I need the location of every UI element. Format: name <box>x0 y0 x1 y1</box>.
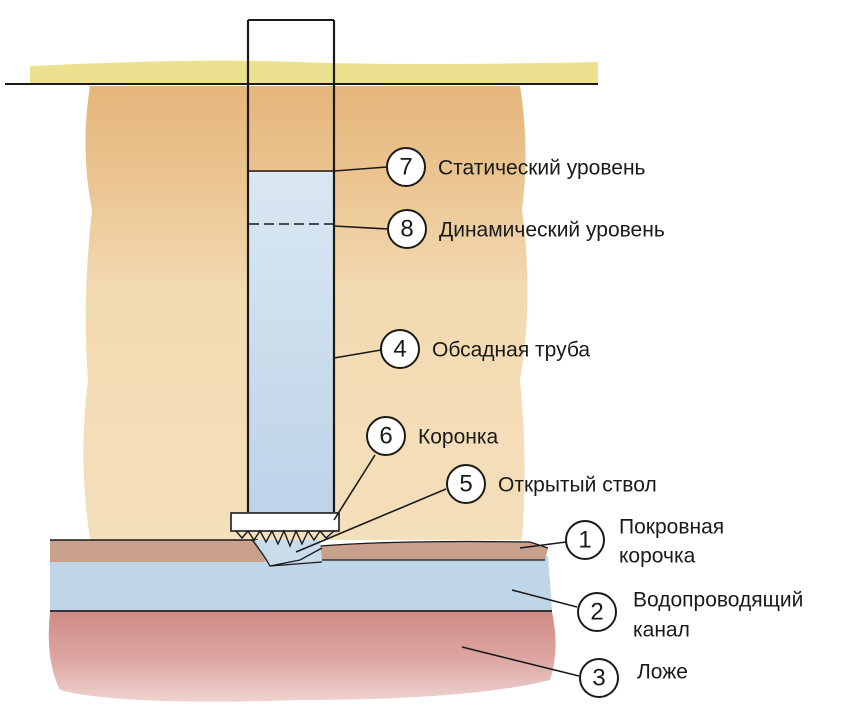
callout-label: Открытый ствол <box>498 474 657 497</box>
callout-circle <box>387 209 427 249</box>
open-bore-outline <box>251 539 323 567</box>
callout-number: 8 <box>400 216 413 243</box>
crown-body <box>230 512 340 532</box>
callout-label: Динамический уровень <box>439 219 665 242</box>
leader-7 <box>333 166 388 172</box>
callout-circle <box>366 416 406 456</box>
callout-label-line-1: Водопроводящий <box>633 589 803 612</box>
callout-circle <box>446 464 486 504</box>
callout-number: 1 <box>578 527 591 554</box>
callout-7: 7 Статический уровень <box>386 147 646 187</box>
crown-teeth <box>235 529 335 548</box>
callout-label: Коронка <box>418 426 499 449</box>
callout-circle <box>380 329 420 369</box>
callout-number: 5 <box>459 471 472 498</box>
callout-number: 6 <box>379 423 392 450</box>
crust-layer-left <box>50 540 272 562</box>
bed-layer <box>48 612 556 702</box>
leader-5 <box>295 488 447 553</box>
pipe-water <box>249 172 333 514</box>
leader-4 <box>333 349 382 359</box>
callout-number: 4 <box>393 336 406 363</box>
callout-label: Обсадная труба <box>432 339 590 362</box>
callout-label: Ложе <box>637 661 688 684</box>
callout-6: 6 Коронка <box>366 416 499 456</box>
leader-6 <box>333 454 376 521</box>
ground-surface <box>30 60 598 84</box>
callout-number: 3 <box>592 665 605 692</box>
callout-label-line-1: Покровная <box>619 516 724 539</box>
callout-1: 1 Покровная корочка <box>565 516 724 568</box>
crust-right-outline <box>319 540 549 561</box>
callout-5: 5 Открытый ствол <box>446 464 657 504</box>
callout-2: 2 Водопроводящий канал <box>577 589 803 642</box>
callout-circle <box>565 520 605 560</box>
callout-label-line-2: канал <box>633 619 690 642</box>
leader-2 <box>511 589 578 608</box>
callout-3: 3 Ложе <box>579 658 688 698</box>
crust-layer-right <box>320 541 548 560</box>
callout-circle <box>386 147 426 187</box>
leader-3 <box>461 646 580 677</box>
open-bore-water <box>255 540 322 566</box>
leader-lines <box>295 166 580 677</box>
callout-label: Статический уровень <box>438 157 646 180</box>
callout-circle <box>577 592 617 632</box>
callout-number: 7 <box>399 154 412 181</box>
callout-number: 2 <box>590 599 603 626</box>
callout-8: 8 Динамический уровень <box>387 209 665 249</box>
callout-4: 4 Обсадная труба <box>380 329 590 369</box>
leader-8 <box>333 225 389 230</box>
callout-label-line-2: корочка <box>619 545 696 568</box>
callout-circle <box>579 658 619 698</box>
leader-1 <box>519 541 567 549</box>
aquifer-layer <box>50 556 552 610</box>
